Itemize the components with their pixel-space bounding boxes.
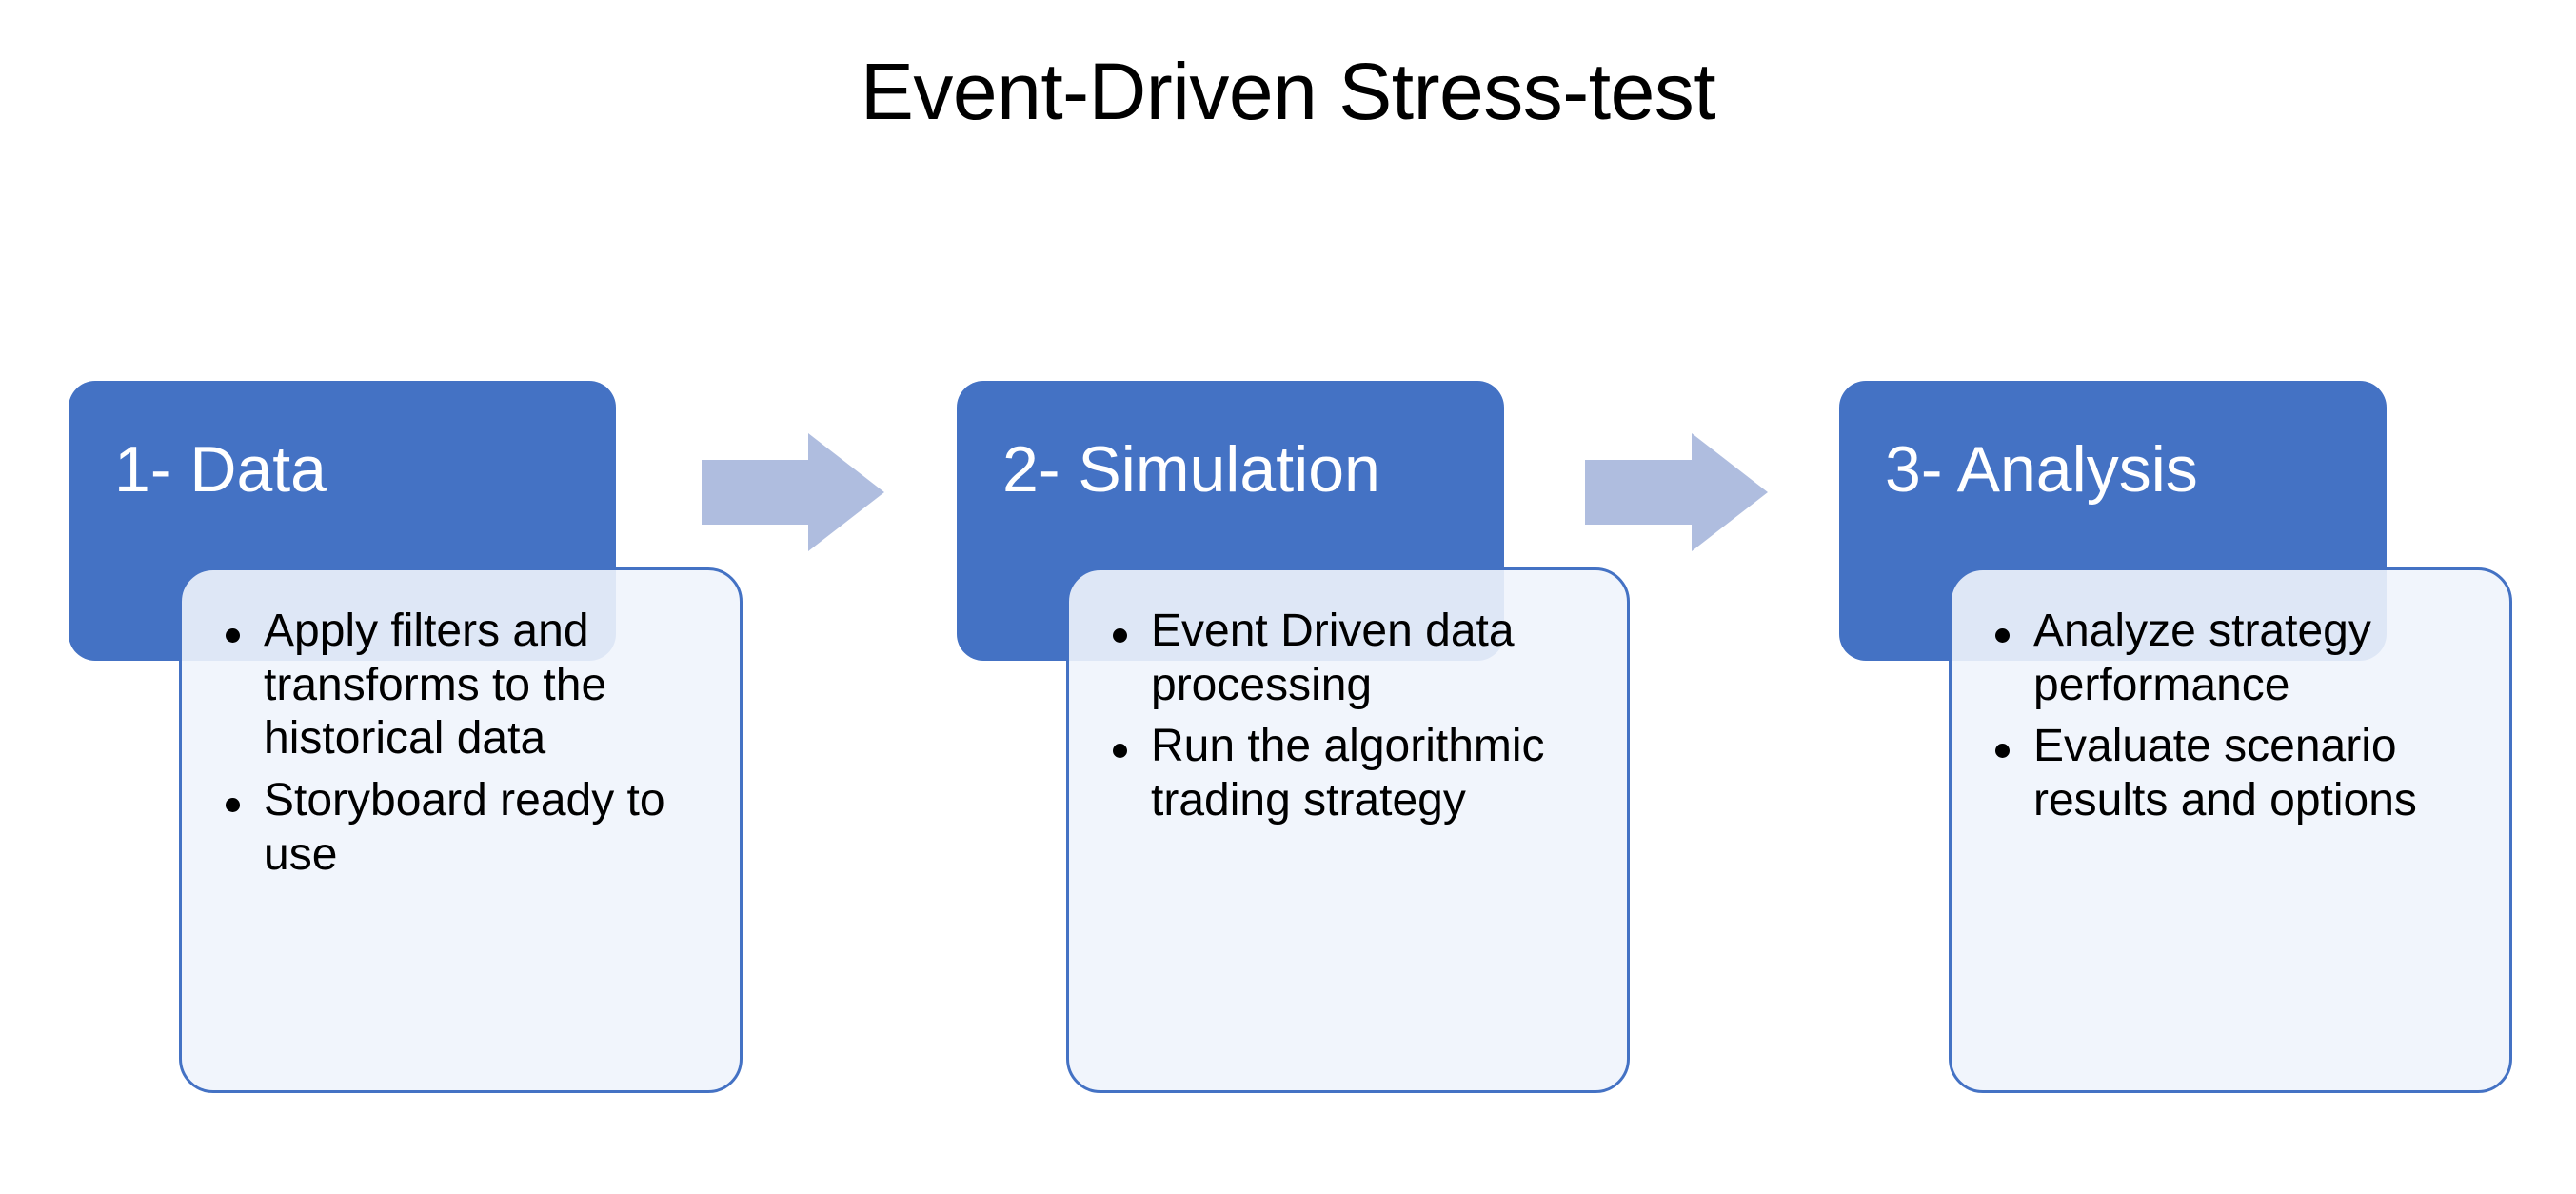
list-item: Run the algorithmic trading strategy	[1101, 720, 1612, 827]
stage-bullet-list-1: Apply filters and transforms to the hist…	[214, 605, 724, 889]
stage-header-label-3: 3- Analysis	[1885, 433, 2198, 506]
stage-header-label-2: 2- Simulation	[1002, 433, 1380, 506]
stage-bullet-list-3: Analyze strategy performance Evaluate sc…	[1984, 605, 2494, 836]
bullet-dot-icon	[226, 797, 240, 812]
bullet-dot-icon	[1113, 744, 1127, 759]
list-item-text: Run the algorithmic trading strategy	[1151, 721, 1545, 826]
bullet-dot-icon	[226, 627, 240, 643]
list-item: Evaluate scenario results and options	[1984, 720, 2494, 827]
list-item: Apply filters and transforms to the hist…	[214, 605, 724, 766]
stage-card-1[interactable]: Apply filters and transforms to the hist…	[179, 567, 743, 1093]
page-title: Event-Driven Stress-test	[860, 47, 1716, 136]
list-item: Event Driven data processing	[1101, 605, 1612, 712]
list-item-text: Apply filters and transforms to the hist…	[264, 606, 607, 765]
right-block-arrow-icon-2	[1585, 433, 1768, 551]
stage-bullet-list-2: Event Driven data processing Run the alg…	[1101, 605, 1612, 836]
list-item: Storyboard ready to use	[214, 774, 724, 882]
list-item-text: Event Driven data processing	[1151, 606, 1515, 710]
list-item-text: Evaluate scenario results and options	[2033, 721, 2417, 826]
bullet-dot-icon	[1995, 744, 2010, 759]
bullet-dot-icon	[1113, 627, 1127, 643]
bullet-dot-icon	[1995, 627, 2010, 643]
right-block-arrow-icon-1	[702, 433, 884, 551]
stage-card-2[interactable]: Event Driven data processing Run the alg…	[1066, 567, 1630, 1093]
list-item-text: Storyboard ready to use	[264, 774, 665, 880]
stage-header-label-1: 1- Data	[114, 433, 327, 506]
list-item: Analyze strategy performance	[1984, 605, 2494, 712]
stage-card-3[interactable]: Analyze strategy performance Evaluate sc…	[1949, 567, 2512, 1093]
list-item-text: Analyze strategy performance	[2033, 606, 2371, 710]
